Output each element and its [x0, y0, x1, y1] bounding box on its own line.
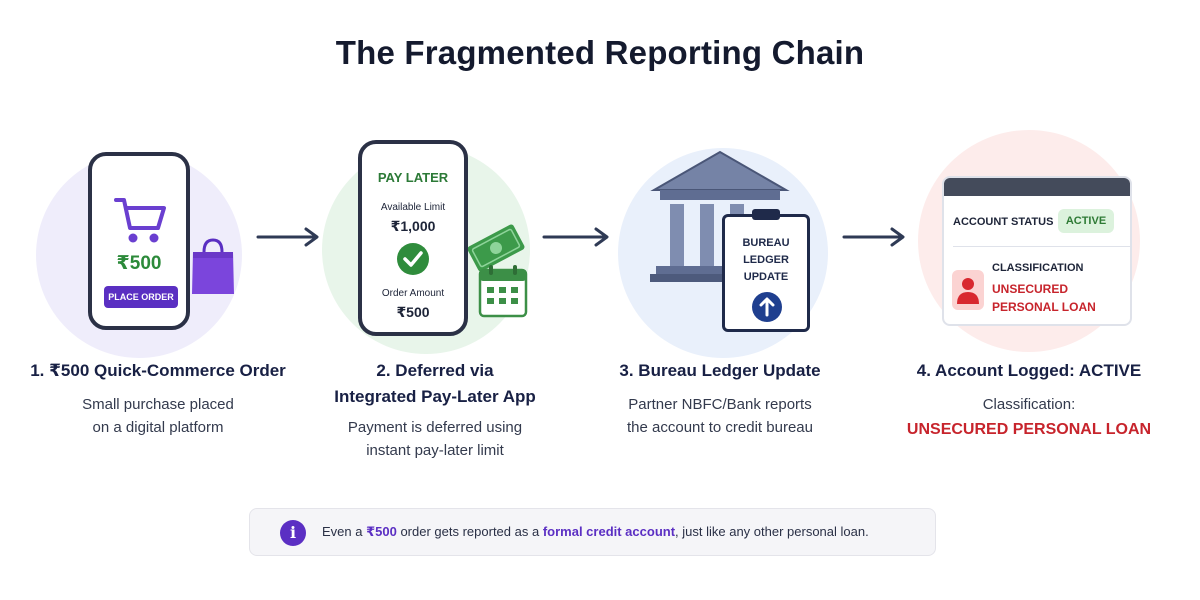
- available-limit-label: Available Limit: [380, 202, 446, 213]
- order-phone: ₹500 PLACE ORDER: [88, 152, 190, 330]
- classification-label: CLASSIFICATION: [992, 262, 1084, 274]
- order-amount-label: Order Amount: [381, 288, 445, 299]
- upload-arrow-icon: [752, 292, 782, 322]
- info-note: i Even a ₹500 order gets reported as a f…: [249, 508, 936, 556]
- ledger-clipboard: BUREAU LEDGER UPDATE: [722, 209, 810, 332]
- info-icon: i: [280, 520, 306, 546]
- info-note-text: Even a ₹500 order gets reported as a for…: [322, 524, 869, 539]
- card-divider: [953, 246, 1130, 247]
- step4-classification: UNSECURED PERSONAL LOAN: [906, 421, 1152, 438]
- step2-description: Payment is deferred using instant pay-la…: [347, 419, 523, 459]
- account-status-card: ACCOUNT STATUS ACTIVE CLASSIFICATION UNS…: [942, 176, 1132, 326]
- clipboard-clip-icon: [752, 209, 780, 220]
- cash-icon: [467, 224, 525, 272]
- person-icon: [952, 270, 984, 310]
- place-order-button[interactable]: PLACE ORDER: [104, 286, 178, 308]
- check-icon: [397, 243, 429, 275]
- arrow-right-icon: [542, 227, 609, 247]
- account-status-label: ACCOUNT STATUS: [953, 216, 1054, 228]
- paylater-title: PAY LATER: [377, 170, 449, 185]
- step2-title: 2. Deferred via Integrated Pay-Later App: [334, 361, 536, 406]
- order-amount-value: ₹500: [396, 304, 430, 320]
- classification-value: UNSECURED PERSONAL LOAN: [992, 282, 1096, 314]
- order-amount: ₹500: [116, 253, 162, 274]
- calendar-icon: [478, 265, 528, 318]
- arrow-right-icon: [256, 227, 319, 247]
- status-badge: ACTIVE: [1058, 209, 1114, 233]
- arrow-right-icon: [842, 227, 905, 247]
- page-title: The Fragmented Reporting Chain: [335, 34, 865, 71]
- step1-description: Small purchase placed on a digital platf…: [82, 396, 234, 436]
- step4-title: 4. Account Logged: ACTIVE: [916, 361, 1142, 380]
- clipboard-text: BUREAU LEDGER UPDATE: [742, 237, 790, 283]
- card-header-bar: [944, 178, 1130, 196]
- paylater-phone: PAY LATER Available Limit ₹1,000 Order A…: [358, 140, 468, 336]
- step4-description: Classification:: [982, 396, 1076, 413]
- shopping-bag-icon: [192, 238, 234, 294]
- bank-building-icon: [650, 150, 790, 282]
- shopping-cart-icon: [114, 198, 166, 243]
- step1-title: 1. ₹500 Quick-Commerce Order: [30, 361, 286, 380]
- available-limit-value: ₹1,000: [390, 218, 436, 234]
- step3-title: 3. Bureau Ledger Update: [619, 361, 821, 380]
- step3-description: Partner NBFC/Bank reports the account to…: [627, 396, 813, 436]
